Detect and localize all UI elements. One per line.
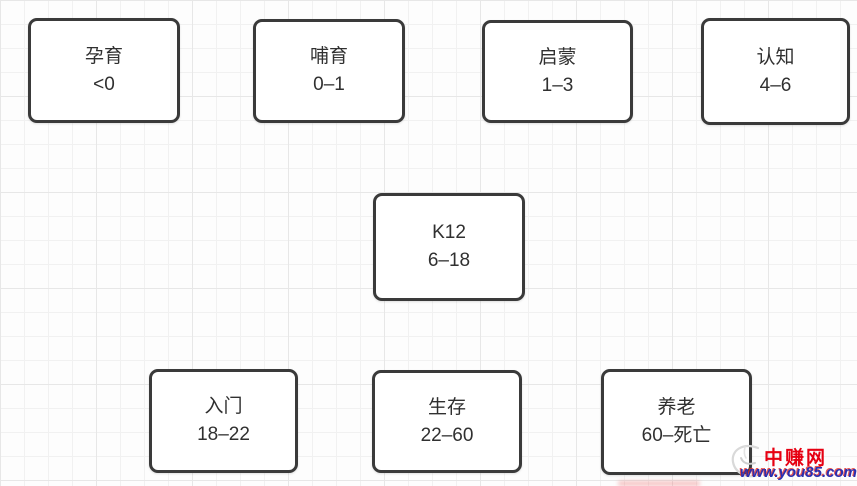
- node-range: 18–22: [197, 424, 250, 445]
- node-title: 认知: [756, 46, 795, 68]
- node-title: 哺育: [309, 46, 348, 67]
- watermark-site-url: www.you85.com: [740, 464, 857, 481]
- watermark: 中赚网 www.you85.com: [731, 441, 857, 483]
- node-title: 孕育: [84, 45, 123, 67]
- watermark-smudge: [618, 481, 700, 486]
- diagram-node-renzhi[interactable]: 认知 4–6: [701, 18, 850, 125]
- diagram-node-buyu[interactable]: 哺育 0–1: [253, 19, 405, 123]
- node-range: 1–3: [541, 74, 574, 96]
- node-range: <0: [93, 73, 115, 95]
- diagram-node-qimeng[interactable]: 启蒙 1–3: [482, 20, 633, 123]
- node-range: 4–6: [759, 74, 792, 96]
- diagram-node-k12[interactable]: K12 6–18: [373, 193, 525, 301]
- diagram-node-yunyu[interactable]: 孕育 <0: [28, 18, 180, 123]
- node-title: K12: [432, 222, 466, 243]
- diagram-node-yanglao[interactable]: 养老 60–死亡: [601, 369, 752, 475]
- node-range: 6–18: [427, 250, 471, 271]
- node-range: 60–死亡: [641, 425, 712, 446]
- node-title: 生存: [427, 396, 466, 418]
- diagram-node-shengcun[interactable]: 生存 22–60: [372, 370, 522, 473]
- node-title: 入门: [204, 396, 243, 417]
- node-range: 0–1: [313, 74, 345, 95]
- node-title: 启蒙: [538, 46, 577, 68]
- diagram-node-rumen[interactable]: 入门 18–22: [149, 369, 298, 473]
- node-range: 22–60: [420, 424, 474, 446]
- node-title: 养老: [657, 397, 696, 418]
- watermark-site-name: 中赚网: [764, 448, 828, 469]
